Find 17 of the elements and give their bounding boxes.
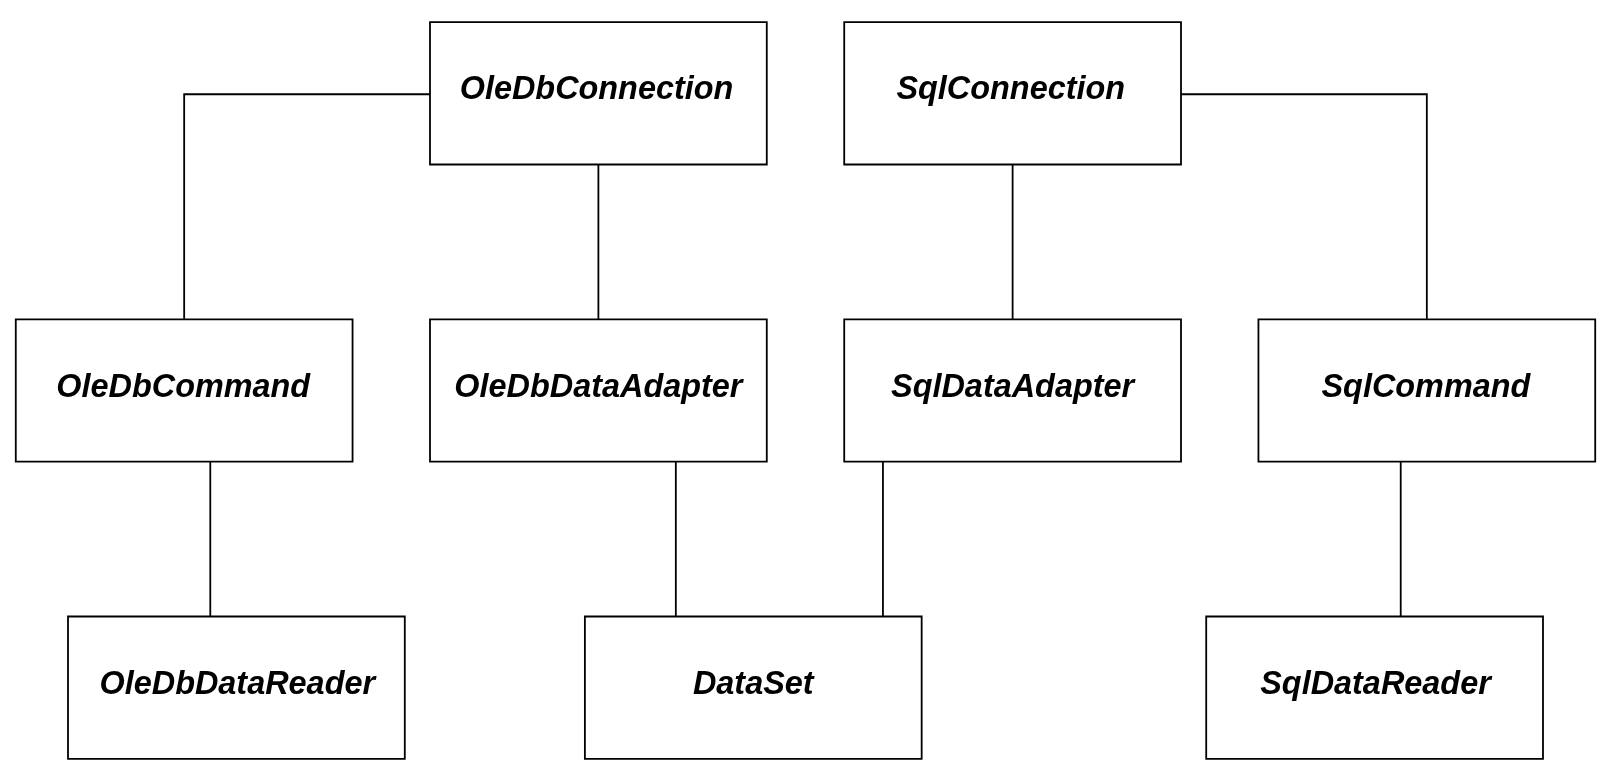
node-box: SqlConnection (843, 21, 1182, 166)
connector (674, 460, 677, 617)
connector (1180, 93, 1428, 320)
connector (1399, 460, 1402, 617)
node-box: OleDbDataAdapter (429, 318, 768, 463)
connector (597, 163, 600, 320)
node-box: DataSet (584, 615, 923, 760)
node-box: SqlDataAdapter (843, 318, 1182, 463)
connector (1011, 163, 1014, 320)
connector (209, 460, 212, 617)
node-box: OleDbDataReader (67, 615, 406, 760)
node-box: OleDbConnection (429, 21, 768, 166)
node-box: SqlCommand (1257, 318, 1597, 463)
node-box: SqlDataReader (1205, 615, 1544, 760)
connector (882, 460, 884, 617)
node-box: OleDbCommand (14, 318, 354, 463)
connector (183, 93, 431, 320)
